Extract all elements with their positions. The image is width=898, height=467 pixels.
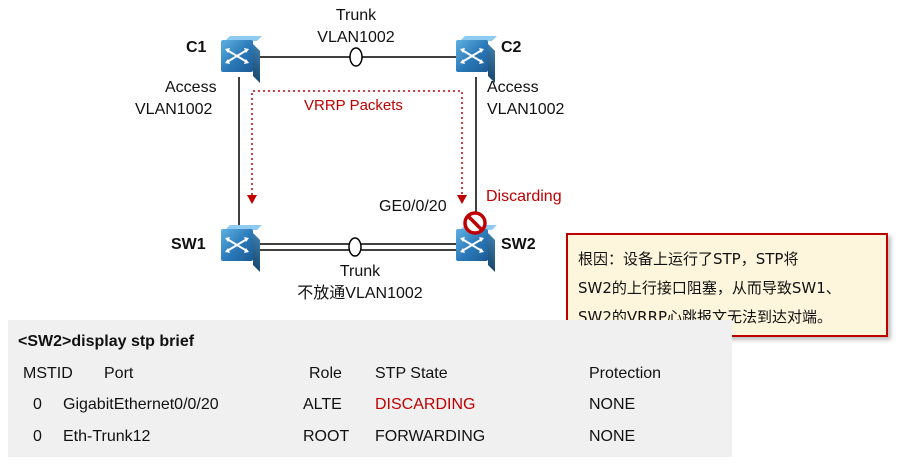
- top-link-type: Trunk: [335, 7, 377, 24]
- vrrp-label: VRRP Packets: [304, 97, 403, 114]
- device-label-sw2: SW2: [501, 236, 536, 253]
- port-state-label: Discarding: [486, 188, 562, 205]
- cli-command: <SW2>display stp brief: [18, 333, 195, 350]
- blocked-icon: [463, 211, 487, 235]
- header-port: Port: [104, 365, 134, 382]
- left-link-vlan: VLAN1002: [135, 101, 213, 118]
- row-mstid: 0: [33, 396, 42, 413]
- row-state: FORWARDING: [375, 428, 486, 445]
- row-protection: NONE: [589, 396, 636, 413]
- switch-icon-c2: [456, 36, 497, 83]
- header-state: STP State: [375, 365, 448, 382]
- port-label: GE0/0/20: [379, 198, 447, 215]
- row-mstid: 0: [33, 428, 42, 445]
- right-link-vlan: VLAN1002: [487, 101, 565, 118]
- cli-output-panel: <SW2>display stp brief MSTID Port Role S…: [8, 320, 732, 457]
- device-label-c1: C1: [186, 39, 207, 56]
- row-state: DISCARDING: [375, 396, 476, 413]
- header-protection: Protection: [589, 365, 662, 382]
- row-role: ALTE: [303, 396, 342, 413]
- vrrp-arrow-right: [457, 195, 467, 204]
- bottom-link-vlan: 不放通VLAN1002: [297, 285, 423, 302]
- root-cause-note: 根因：设备上运行了STP，STP将 SW2的上行接口阻塞，从而导致SW1、 SW…: [566, 233, 888, 337]
- device-label-sw1: SW1: [171, 236, 206, 253]
- bottom-link-type: Trunk: [339, 263, 381, 280]
- table-row: 0 GigabitEthernet0/0/20 ALTE DISCARDING …: [8, 396, 732, 416]
- vrrp-arrow-left: [247, 195, 257, 204]
- trunk-marker-top: [349, 47, 363, 67]
- header-mstid: MSTID: [23, 365, 73, 382]
- vrrp-path: [251, 90, 463, 195]
- row-port: Eth-Trunk12: [63, 428, 151, 445]
- cli-header-row: MSTID Port Role STP State Protection: [8, 365, 732, 385]
- device-label-c2: C2: [501, 39, 522, 56]
- right-link-type: Access: [487, 79, 539, 96]
- row-protection: NONE: [589, 428, 636, 445]
- note-line-2: SW2的上行接口阻塞，从而导致SW1、: [578, 279, 841, 297]
- trunk-marker-bottom: [348, 237, 362, 257]
- switch-icon-sw1: [221, 225, 262, 272]
- left-link-type: Access: [165, 79, 217, 96]
- switch-icon-c1: [221, 36, 262, 83]
- top-link-vlan: VLAN1002: [317, 29, 395, 46]
- row-role: ROOT: [303, 428, 350, 445]
- header-role: Role: [309, 365, 342, 382]
- table-row: 0 Eth-Trunk12 ROOT FORWARDING NONE: [8, 428, 732, 448]
- row-port: GigabitEthernet0/0/20: [63, 396, 219, 413]
- note-line-1: 根因：设备上运行了STP，STP将: [578, 250, 799, 268]
